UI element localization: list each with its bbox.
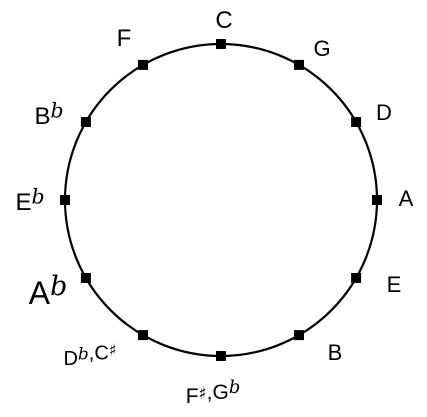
note-marker-dc	[138, 330, 148, 341]
note-marker-d	[351, 117, 362, 127]
note-label-b: Bb	[34, 98, 63, 130]
note-marker-fg	[216, 351, 226, 361]
note-label-e: Eb	[15, 184, 44, 216]
circle-of-fifths-ring	[63, 42, 379, 358]
note-marker-b	[294, 330, 304, 341]
note-label-c: C	[215, 7, 232, 34]
note-label-b: B	[328, 340, 343, 365]
note-label-e: E	[387, 272, 402, 297]
note-markers	[60, 39, 382, 361]
note-label-g: G	[313, 36, 330, 61]
note-marker-a	[80, 273, 91, 283]
note-label-a: Ab	[29, 271, 68, 311]
note-marker-e	[351, 273, 362, 283]
note-marker-a	[372, 195, 382, 205]
note-marker-c	[216, 39, 226, 49]
note-marker-b	[80, 117, 91, 127]
note-label-fg: F♯,Gb	[186, 377, 241, 408]
note-label-f: F	[117, 25, 132, 52]
note-label-d: D	[376, 100, 392, 125]
note-marker-e	[60, 195, 70, 205]
note-label-a: A	[399, 186, 414, 211]
note-marker-f	[138, 59, 148, 70]
note-marker-g	[294, 59, 304, 70]
note-label-dc: Db,C♯	[63, 340, 116, 370]
note-labels: C G D A E B F♯,Gb Db,C♯ Ab Eb Bb F	[15, 7, 413, 408]
